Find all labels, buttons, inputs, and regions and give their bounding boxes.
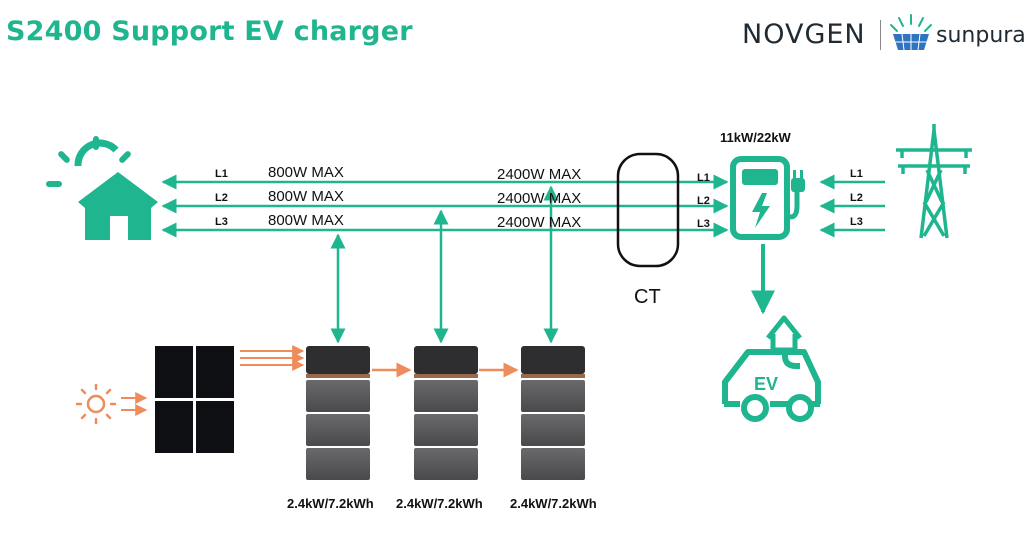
grid-side-limit-label: 2400W MAX — [497, 166, 582, 183]
grid-phase-label: L2 — [850, 192, 863, 204]
phase-lines — [161, 174, 729, 238]
house-limit-label: 800W MAX — [268, 212, 344, 229]
solar-panels — [155, 346, 234, 453]
battery-label: 2.4kW/7.2kWh — [396, 496, 483, 511]
page-title: S2400 Support EV charger — [6, 16, 413, 47]
house-phase-label: L2 — [215, 192, 228, 204]
ct-clamp — [616, 152, 680, 268]
house-phase-label: L3 — [215, 216, 228, 228]
house-icon — [46, 136, 158, 240]
ev-label: EV — [754, 374, 779, 394]
grid-input-arrows — [819, 174, 885, 238]
ev-charger-icon — [730, 156, 805, 240]
house-phase-label: L1 — [215, 168, 228, 180]
house-limit-label: 800W MAX — [268, 188, 344, 205]
battery-stack-2 — [414, 346, 478, 480]
sunpura-logo-icon — [890, 14, 932, 51]
grid-phase-label: L1 — [850, 168, 863, 180]
ct-label: CT — [634, 286, 661, 308]
power-tower-icon — [896, 124, 972, 239]
house-limit-label: 800W MAX — [268, 164, 344, 181]
ev-car-icon — [722, 315, 821, 422]
battery-stack-1 — [306, 346, 370, 480]
charger-phase-label: L3 — [697, 218, 710, 230]
battery-label: 2.4kW/7.2kWh — [510, 496, 597, 511]
solar-to-battery-arrows — [240, 345, 305, 371]
novgen-logo: NOVGEN — [742, 19, 866, 50]
logo-divider — [880, 20, 881, 50]
charger-phase-label: L2 — [697, 195, 710, 207]
grid-phase-label: L3 — [850, 216, 863, 228]
grid-side-limit-label: 2400W MAX — [497, 214, 582, 231]
charger-rating-label: 11kW/22kW — [720, 130, 791, 145]
sunlight-arrows — [121, 392, 148, 416]
battery-stack-3 — [521, 346, 585, 480]
sun-icon — [75, 383, 117, 425]
grid-side-limit-label: 2400W MAX — [497, 190, 582, 207]
sunpura-logo-text: sunpura — [936, 23, 1024, 48]
battery-connections — [330, 185, 559, 344]
battery-label: 2.4kW/7.2kWh — [287, 496, 374, 511]
charger-phase-label: L1 — [697, 172, 710, 184]
